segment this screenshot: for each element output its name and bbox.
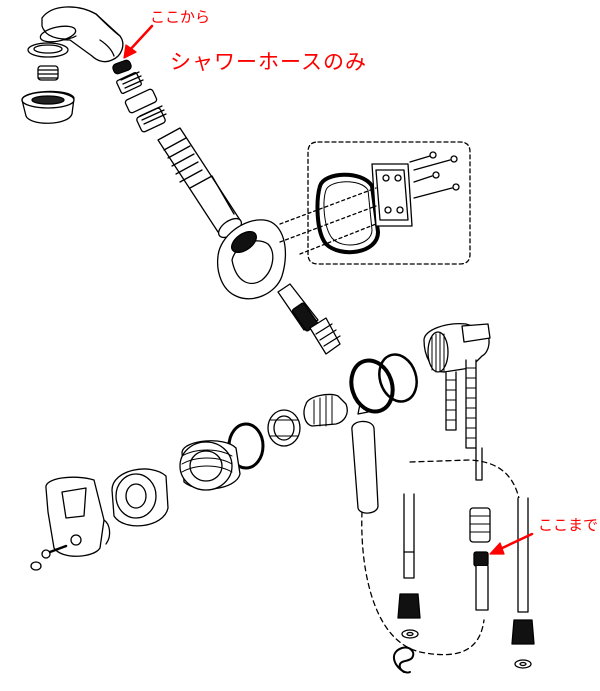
flexible-hose-segment [351, 420, 379, 514]
seal-ring-right [378, 353, 418, 403]
wall-bracket [45, 476, 111, 557]
shower-face-cap [21, 90, 75, 124]
shower-head-ring [27, 42, 69, 58]
bracket-screw-small [30, 544, 68, 571]
quick-connector [469, 507, 491, 611]
hose-sleeve [157, 127, 243, 239]
dashed-hose-routing [361, 459, 525, 656]
faucet-valve-body [423, 323, 491, 373]
annotation-start-label: ここから [150, 8, 211, 26]
shower-filter-insert [37, 65, 59, 81]
annotation-title: シャワーホースのみ [170, 50, 367, 74]
center-nut [267, 409, 301, 447]
arrow-from [123, 24, 154, 59]
supply-hose-right [511, 497, 535, 669]
hose-upper-fitting [112, 59, 167, 133]
hose-lower-fitting [277, 283, 341, 355]
hose-clip [393, 646, 415, 674]
annotation-end-label: ここまで [538, 516, 599, 534]
bracket-screws [279, 151, 460, 255]
center-escutcheon [111, 468, 169, 527]
faucet-supply-tube-b [465, 359, 483, 481]
center-connector [303, 393, 348, 427]
bracket-detail-callout [307, 141, 471, 265]
seal-ring-large [349, 358, 395, 415]
bracket-gasket-ring [315, 172, 380, 255]
hose-holder-body [216, 219, 286, 300]
shower-head [39, 6, 124, 63]
supply-hose-left [397, 493, 421, 639]
arrow-to [489, 532, 534, 555]
bracket-mount-plate [371, 163, 413, 227]
center-threaded-sleeve [179, 440, 241, 491]
faucet-supply-tube-a [445, 371, 457, 431]
